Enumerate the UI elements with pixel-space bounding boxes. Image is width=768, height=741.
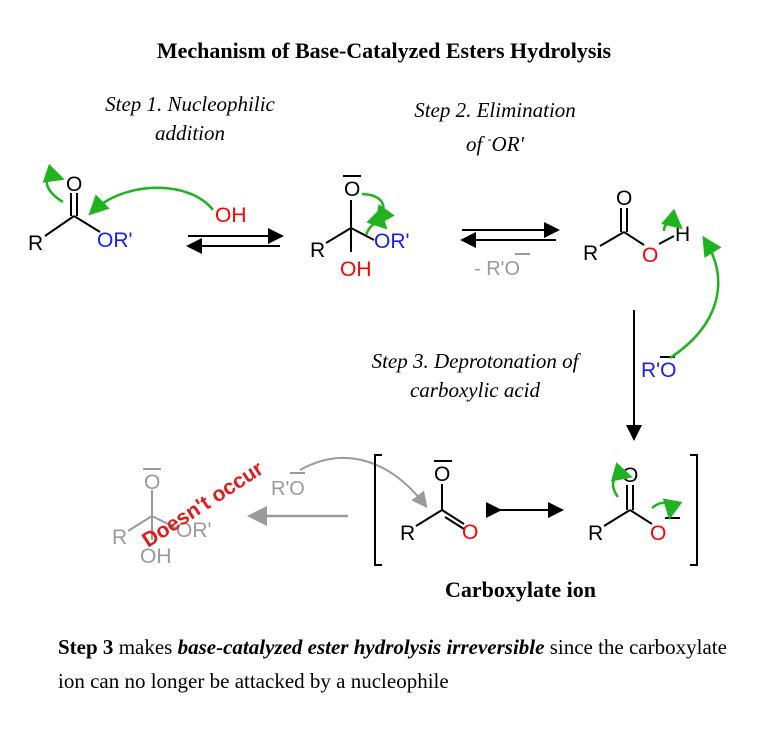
- tetrahedral-intermediate: R O OR' OH: [310, 175, 410, 281]
- acid-h: H: [675, 223, 690, 246]
- ester-bond-o: [73, 215, 101, 233]
- ester-r: R: [28, 232, 43, 255]
- alkoxide-base: R'O: [641, 359, 677, 382]
- ti-o: O: [344, 178, 360, 201]
- step2-line2: of -OR': [385, 125, 605, 159]
- alkoxide-attack-arrow: [669, 235, 722, 360]
- res1-double-a: [441, 509, 465, 525]
- carboxylic-acid: R O O H: [583, 187, 690, 267]
- acid-bond-h: [658, 235, 675, 245]
- res1-double-b: [444, 516, 465, 530]
- step3-line2: carboxylic acid: [409, 378, 541, 402]
- res2-bond-o: [629, 509, 653, 525]
- deprotonation-step: R'O: [626, 235, 722, 441]
- ester-bond-r: [44, 215, 75, 237]
- ester-carbonyl-o: O: [66, 173, 82, 196]
- res1-bond-r: [415, 509, 443, 527]
- step3-line1: Step 3. Deprotonation of: [371, 349, 579, 373]
- carboxylate-ion-label: Carboxylate ion: [445, 577, 596, 602]
- blocked-attack-arrow: [299, 456, 428, 509]
- acid-r: R: [583, 242, 598, 265]
- equilibrium-arrow-2: - R'O: [460, 222, 560, 280]
- blocked-oh: OH: [140, 545, 172, 568]
- res1-r: R: [400, 522, 415, 545]
- ti-oh: OH: [340, 258, 372, 281]
- res2-bond-r: [603, 509, 631, 527]
- hydroxide-label: OH: [215, 204, 247, 227]
- caption: Step 3 makes base-catalyzed ester hydrol…: [58, 630, 748, 698]
- res2-right-arrow: [651, 498, 683, 520]
- acid-o: O: [642, 244, 658, 267]
- ti-bond-or: [350, 227, 375, 241]
- step1-label: Step 1. Nucleophilic addition: [80, 90, 300, 148]
- ester-or-prime: OR': [97, 229, 133, 252]
- blocked-attack: R O OR' OH R'O Doesn't occur: [112, 456, 428, 568]
- step2-label: Step 2. Elimination of -OR': [385, 96, 605, 159]
- step2-line2-sup: -: [487, 132, 492, 146]
- diagram-title: Mechanism of Base-Catalyzed Esters Hydro…: [156, 38, 612, 63]
- blocked-r: R: [112, 526, 127, 549]
- carboxylate-resonance: R O O R O O: [374, 454, 698, 566]
- ti-bond-r: [325, 227, 352, 244]
- blocked-bond-or: [151, 515, 177, 529]
- hydroxide-attack-arrow: [88, 186, 214, 216]
- caption-emphasis: base-catalyzed ester hydrolysis irrevers…: [177, 635, 545, 659]
- res2-left-arrow: [610, 462, 633, 498]
- blocked-or-prime: OR': [176, 519, 212, 542]
- acid-carbonyl-o: O: [616, 187, 632, 210]
- res1-o-red: O: [462, 521, 478, 544]
- step2-line2-post: OR': [491, 132, 525, 156]
- eq2-leaving-group: - R'O: [474, 258, 520, 280]
- acid-bond-r: [599, 231, 625, 247]
- ester-pi-arrow: [42, 163, 65, 204]
- ester-molecule: R O OR': [28, 163, 133, 255]
- acid-bond-oh: [623, 231, 645, 246]
- step3-label: Step 3. Deprotonation of carboxylic acid: [345, 347, 605, 405]
- step2-line2-pre: of: [465, 132, 488, 156]
- blocked-o: O: [144, 471, 160, 494]
- acid-oh-bond-arrow: [661, 208, 683, 232]
- bracket-left: [374, 454, 382, 566]
- equilibrium-arrow-1: [186, 228, 284, 254]
- res2-r: R: [588, 522, 603, 545]
- caption-rest: since the carboxylate ion can no longer …: [58, 635, 727, 693]
- step2-line1: Step 2. Elimination: [414, 98, 576, 122]
- ti-r: R: [310, 239, 325, 262]
- caption-makes: makes: [113, 635, 178, 659]
- res1-o: O: [434, 463, 450, 486]
- ti-or-prime: OR': [374, 230, 410, 253]
- caption-step3: Step 3: [58, 635, 114, 659]
- step1-line1: Step 1. Nucleophilic: [105, 92, 275, 116]
- ti-reform-arrow: [361, 192, 395, 227]
- step1-line2: addition: [154, 121, 225, 145]
- hydroxide-group: - OH: [88, 186, 247, 227]
- bracket-right: [690, 454, 698, 566]
- blocked-bond-r: [127, 515, 153, 532]
- blocked-alkoxide: R'O: [271, 478, 305, 500]
- res2-o-red: O: [650, 522, 666, 545]
- ti-leave-arrow: [364, 208, 388, 236]
